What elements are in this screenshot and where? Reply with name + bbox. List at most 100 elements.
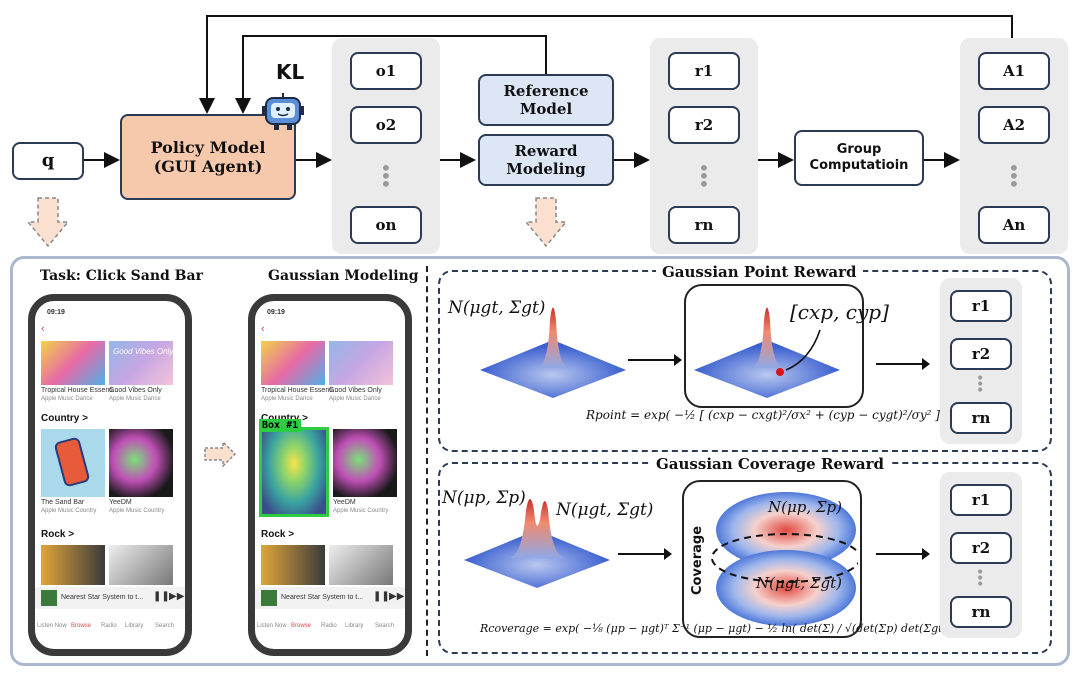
box-label: Box #1	[259, 419, 302, 432]
policy-model-label-2: (GUI Agent)	[153, 157, 263, 176]
gaussian-surface-2	[694, 307, 840, 398]
skip-icon-2[interactable]: ▶▶	[389, 591, 405, 602]
album1-subtitle: Apple Music Dance	[41, 396, 93, 402]
pause-icon[interactable]: ❚❚	[153, 591, 170, 602]
output-box-1: o1	[350, 52, 422, 90]
back-chevron-icon-2[interactable]: ‹	[261, 323, 265, 335]
tab-search-2[interactable]: Search	[375, 623, 395, 629]
coverage-arrow-1	[618, 548, 672, 560]
point-arrow-1	[628, 354, 682, 366]
section-country[interactable]: Country >	[41, 413, 88, 424]
down-arrow-right-icon	[524, 197, 568, 248]
reward-label-n: rn	[694, 216, 714, 234]
now-playing-bar-2[interactable]: Nearest Star System to t... ❚❚ ▶▶	[255, 587, 405, 609]
advantage-box-2: A2	[978, 106, 1050, 144]
coverage-reward-label-2: r2	[971, 539, 991, 557]
coverage-reward-ellipsis: •••	[976, 565, 985, 593]
album-art-rock-1-2[interactable]	[261, 545, 325, 585]
album-art-good-vibes-text: Good Vibes Only	[113, 347, 174, 356]
point-ngt-label: N(μgt, Σgt)	[448, 298, 546, 318]
album-art-rock-2-2[interactable]	[329, 545, 393, 585]
section-rock-2[interactable]: Rock >	[261, 529, 295, 540]
album2-subtitle-2: Apple Music Dance	[329, 396, 381, 402]
reward-box-n: rn	[668, 206, 740, 244]
pause-icon-2[interactable]: ❚❚	[373, 591, 390, 602]
reward-modeling-label-2: Modeling	[506, 160, 586, 178]
back-chevron-icon[interactable]: ‹	[41, 323, 45, 335]
album-art-yeedm-2[interactable]	[333, 429, 397, 497]
tab-library[interactable]: Library	[125, 623, 144, 629]
down-arrow-left-icon	[26, 197, 70, 248]
coverage-reward-title: Gaussian Coverage Reward	[650, 455, 890, 473]
reference-model-label-2: Model	[519, 100, 573, 118]
album4-subtitle-2: Apple Music Country	[333, 508, 389, 514]
album1-subtitle-2: Apple Music Dance	[261, 396, 313, 402]
phone-task: 09:19 ‹ Good Vibes Only Tropical House E…	[28, 294, 192, 656]
advantage-label-1: A1	[1002, 62, 1026, 80]
album-art-sand-bar[interactable]	[41, 429, 105, 497]
point-coord-label: [cxp, cyp]	[790, 300, 889, 324]
album3-subtitle: Apple Music Country	[41, 508, 97, 514]
point-arrow-2	[876, 358, 930, 370]
point-reward-ellipsis: •••	[976, 371, 985, 399]
album-art-tropical-2[interactable]	[261, 341, 325, 385]
tab-library-2[interactable]: Library	[345, 623, 364, 629]
coverage-reward-label-1: r1	[971, 491, 991, 509]
point-reward-title: Gaussian Point Reward	[656, 263, 863, 281]
output-label-n: on	[375, 216, 397, 234]
output-label-1: o1	[375, 62, 397, 80]
section-country-2[interactable]: Country >	[261, 413, 308, 424]
album-art-good-vibes[interactable]: Good Vibes Only	[109, 341, 173, 385]
now-playing-title-2: Nearest Star System to t...	[281, 594, 364, 601]
tab-search[interactable]: Search	[155, 623, 175, 629]
album2-subtitle: Apple Music Dance	[109, 396, 161, 402]
advantage-ellipsis: •••	[1008, 156, 1020, 196]
point-reward-box-2: r2	[950, 338, 1012, 370]
point-reward-label-n: rn	[971, 409, 991, 427]
album1-title: Tropical House Essenti...	[41, 387, 119, 394]
now-playing-bar[interactable]: Nearest Star System to t... ❚❚ ▶▶	[35, 587, 185, 609]
tab-listen-now[interactable]: Listen Now	[37, 623, 67, 629]
album-art-tropical[interactable]	[41, 341, 105, 385]
group-computation-box: Group Computatioin	[794, 130, 924, 186]
album2-title-2: Good Vibes Only	[329, 387, 382, 394]
album-art-good-vibes-2[interactable]	[329, 341, 393, 385]
divider	[426, 266, 428, 656]
gaussian-modeling-title: Gaussian Modeling	[268, 268, 419, 284]
section-rock[interactable]: Rock >	[41, 529, 75, 540]
coverage-frame	[682, 480, 862, 638]
tab-radio-2[interactable]: Radio	[321, 623, 337, 629]
tab-browse[interactable]: Browse	[71, 623, 92, 629]
tab-radio[interactable]: Radio	[101, 623, 117, 629]
group-computation-label-2: Computatioin	[809, 158, 909, 173]
album1-title-2: Tropical House Essenti...	[261, 387, 339, 394]
status-time: 09:19	[47, 309, 65, 316]
point-reward-label-1: r1	[971, 297, 991, 315]
output-box-n: on	[350, 206, 422, 244]
reward-ellipsis: •••	[698, 156, 710, 196]
tab-browse-2[interactable]: Browse	[291, 623, 312, 629]
output-ellipsis: •••	[380, 156, 392, 196]
reward-modeling-label-1: Reward	[514, 142, 578, 160]
status-time-2: 09:19	[267, 309, 285, 316]
gaussian-surface-1	[480, 307, 626, 398]
album4-title-2: YeeDM	[333, 499, 356, 506]
query-label: q	[41, 150, 55, 172]
now-playing-title: Nearest Star System to t...	[61, 594, 144, 601]
album4-subtitle: Apple Music Country	[109, 508, 165, 514]
reward-modeling-box: Reward Modeling	[478, 134, 614, 186]
tab-listen-now-2[interactable]: Listen Now	[257, 623, 287, 629]
phone-gaussian: 09:19 ‹ Tropical House Essenti... Apple …	[248, 294, 412, 656]
album-art-yeedm[interactable]	[109, 429, 173, 497]
album-art-rock-1[interactable]	[41, 545, 105, 585]
coverage-label-wrap: Coverage	[678, 520, 718, 600]
skip-icon[interactable]: ▶▶	[169, 591, 185, 602]
advantage-label-2: A2	[1002, 116, 1026, 134]
album-art-rock-2[interactable]	[109, 545, 173, 585]
advantage-box-1: A1	[978, 52, 1050, 90]
output-label-2: o2	[375, 116, 397, 134]
reference-model-label-1: Reference	[503, 82, 589, 100]
group-computation-label-1: Group	[836, 142, 882, 158]
album3-title: The Sand Bar	[41, 499, 85, 506]
coverage-ellipses	[711, 492, 858, 626]
